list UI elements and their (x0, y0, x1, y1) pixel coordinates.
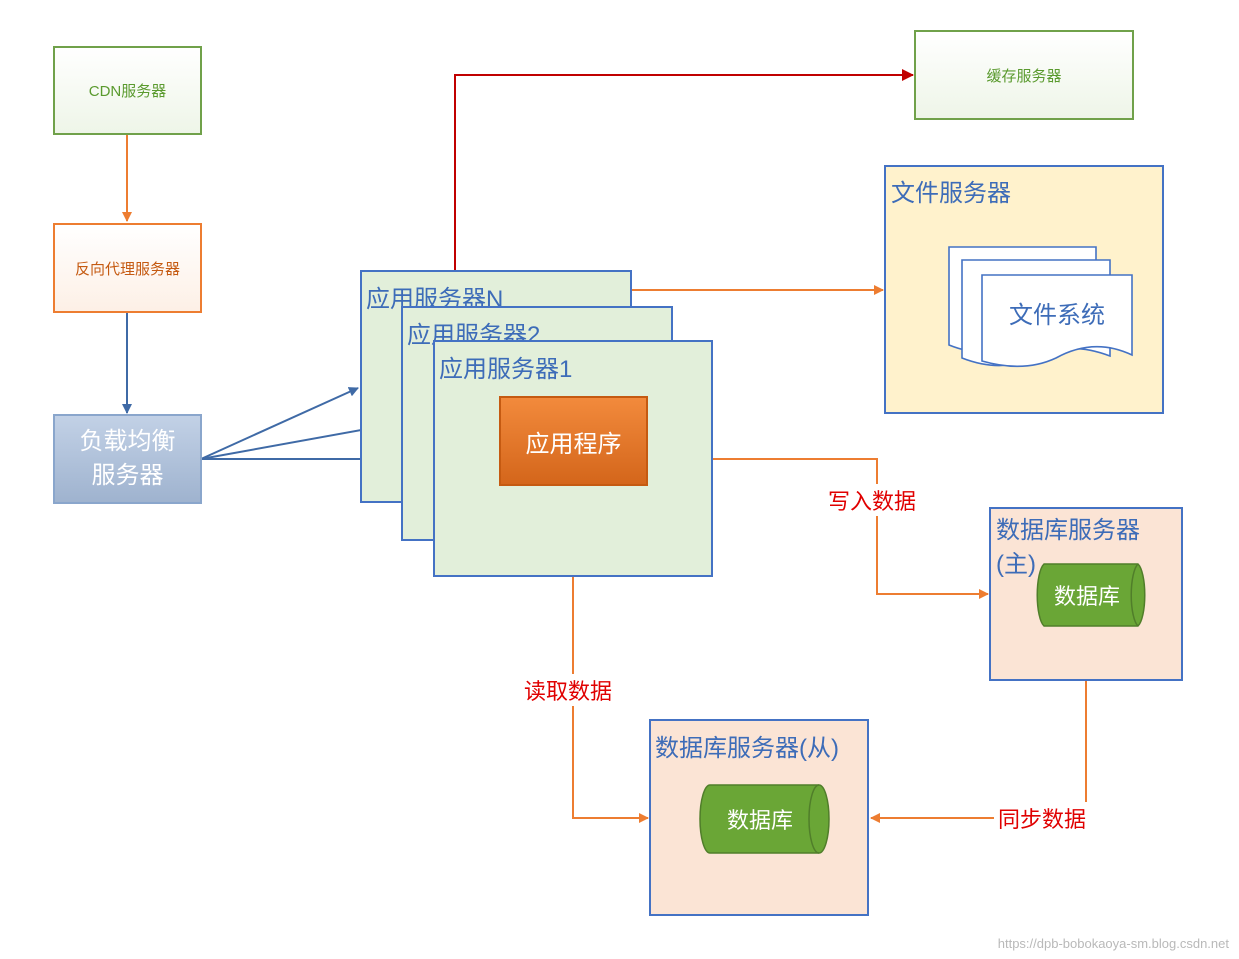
write-data-label: 写入数据 (824, 484, 921, 516)
app-server-1-label: 应用服务器1 (439, 356, 573, 383)
db-master-cylinder-icon (1036, 563, 1146, 627)
db-slave-label: 数据库服务器(从) (655, 735, 839, 762)
load-balancer-node: 负载均衡 服务器 (53, 414, 202, 504)
cdn-server-node: CDN服务器 (53, 46, 202, 135)
app-server-1-node: 应用服务器1 (433, 340, 713, 577)
file-server-label: 文件服务器 (891, 180, 1011, 207)
file-system-label: 文件系统 (1009, 302, 1105, 329)
cdn-server-label: CDN服务器 (88, 83, 167, 100)
sync-data-label: 同步数据 (994, 802, 1091, 834)
app-program-node: 应用程序 (499, 396, 648, 486)
edge-read-data (572, 486, 649, 823)
db-slave-db-label: 数据库 (726, 808, 793, 833)
edge-lb-to-app-n (200, 387, 359, 460)
reverse-proxy-node: 反向代理服务器 (53, 223, 202, 313)
cache-server-node: 缓存服务器 (914, 30, 1134, 120)
file-server-node: 文件服务器 文件系统 (884, 165, 1164, 414)
edge-write-data (712, 458, 989, 599)
watermark-text: https://dpb-bobokaoya-sm.blog.csdn.net (997, 936, 1229, 951)
edge-sync-data (870, 681, 1087, 823)
db-slave-node: 数据库服务器(从) 数据库 (649, 719, 869, 916)
load-balancer-label: 负载均衡 服务器 (79, 428, 176, 489)
db-master-db-label: 数据库 (1053, 584, 1120, 609)
app-program-label: 应用程序 (525, 430, 622, 458)
cache-server-label: 缓存服务器 (986, 67, 1062, 85)
db-master-label: 数据库服务器 (主) (996, 517, 1140, 578)
reverse-proxy-label: 反向代理服务器 (74, 260, 180, 278)
read-data-label: 读取数据 (520, 674, 617, 706)
db-slave-cylinder-icon (699, 784, 830, 854)
file-system-icon (948, 246, 1133, 368)
db-master-node: 数据库服务器 (主) 数据库 (989, 507, 1183, 681)
